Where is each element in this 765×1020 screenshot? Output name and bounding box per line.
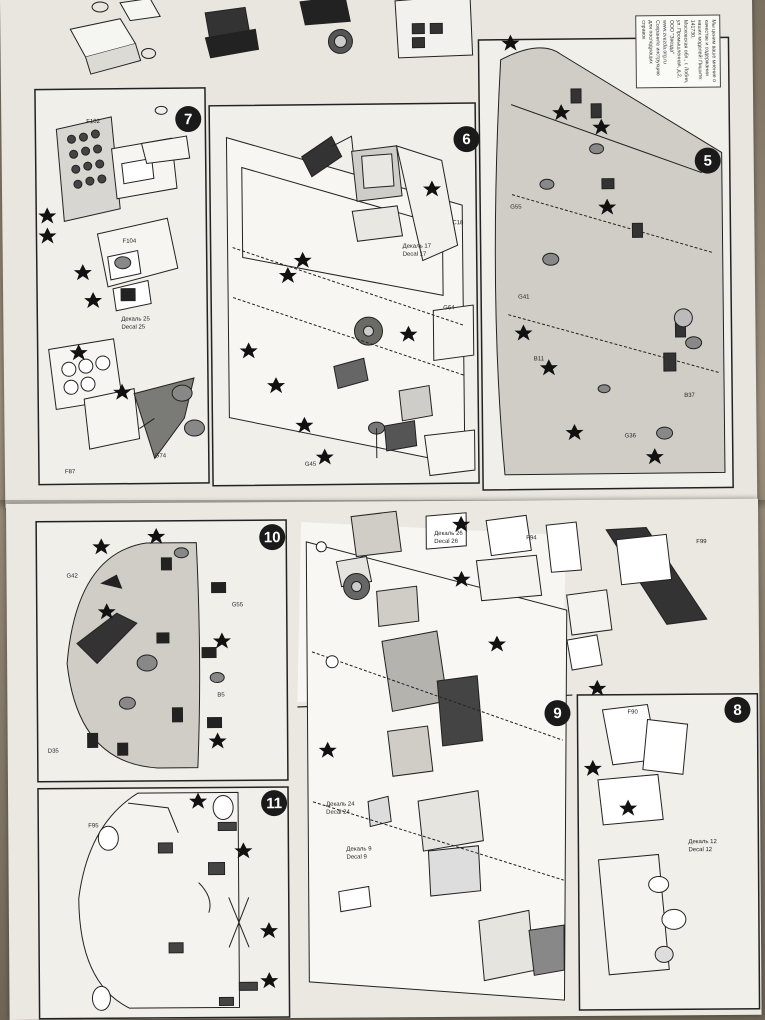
part-label: B37 <box>684 392 695 399</box>
bottom-sheet-drawings <box>35 510 761 1020</box>
step-number-badge: 11 <box>261 790 288 817</box>
decal-label: Декаль 26 <box>434 530 463 538</box>
decal-label: Decal 12 <box>688 847 713 854</box>
part-label: G42 <box>66 573 78 580</box>
part-label: F87 <box>64 469 76 476</box>
part-label: F94 <box>526 535 537 542</box>
part-label: G55 <box>231 602 244 609</box>
step-number-badge: 7 <box>175 105 202 133</box>
step-number-badge: 6 <box>453 125 480 153</box>
step-number-badge: 10 <box>259 524 286 551</box>
part-label: G45 <box>304 461 317 468</box>
part-label: F102 <box>86 118 101 126</box>
part-label: G64 <box>443 305 455 312</box>
part-label: F90 <box>627 709 638 716</box>
instruction-sheet-top: 7 6 5 Мы ценим ваше мнение о качестве и … <box>0 0 758 508</box>
step-number-badge: 8 <box>724 696 751 723</box>
part-label: D35 <box>47 748 59 755</box>
step-number-badge: 5 <box>694 147 721 174</box>
instruction-sheet-bottom: 10 11 9 8 D35 G42 B5 G55 F95 F90 F94 F99… <box>6 498 762 1020</box>
part-label: G41 <box>518 294 530 301</box>
feedback-address-box: Мы ценим ваше мнение о качестве и содерж… <box>635 14 721 89</box>
decal-label: Декаль 25 <box>121 316 150 323</box>
part-label: F99 <box>696 539 707 546</box>
part-label: G55 <box>510 204 522 211</box>
part-label: B11 <box>533 356 545 363</box>
part-label: C18 <box>452 220 464 227</box>
top-sheet-drawings <box>34 0 734 491</box>
part-label: F104 <box>122 238 137 245</box>
decal-label: Decal 26 <box>434 538 458 546</box>
decal-label: Декаль 9 <box>346 846 372 853</box>
step-number-badge: 9 <box>544 700 571 727</box>
decal-label: Decal 9 <box>346 854 367 861</box>
decal-label: Decal 24 <box>326 809 350 816</box>
part-label: G74 <box>154 453 167 460</box>
part-label: B5 <box>217 692 225 699</box>
part-label: G36 <box>624 433 636 440</box>
decal-label: Декаль 17 <box>402 243 432 250</box>
part-label: F95 <box>88 823 99 830</box>
decal-label: Decal 17 <box>402 251 427 258</box>
decal-label: Decal 25 <box>121 324 146 331</box>
decal-label: Декаль 24 <box>326 801 355 808</box>
decal-label: Декаль 12 <box>688 839 717 846</box>
